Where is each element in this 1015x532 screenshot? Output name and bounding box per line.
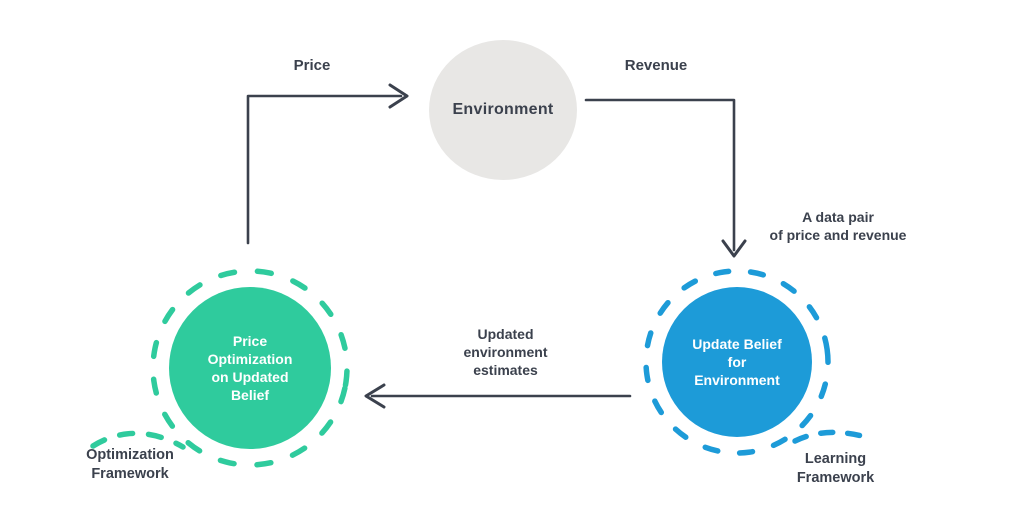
revenue-edge-label: Revenue <box>624 57 688 74</box>
revenue-arrow <box>584 98 736 252</box>
environment-node: Environment <box>429 40 577 180</box>
learning-dashed-ring <box>643 268 831 456</box>
optimization-dashed-ring <box>150 268 350 468</box>
price-optimization-node-label: Price Optimization on Updated Belief <box>207 332 293 404</box>
update-belief-node-label: Update Belief for Environment <box>692 335 782 389</box>
environment-node-label: Environment <box>452 101 554 118</box>
updated-estimates-label: Updated environment estimates <box>463 326 548 378</box>
learning-dashed-tail <box>792 429 873 444</box>
price-optimization-node: Price Optimization on Updated Belief <box>169 287 331 449</box>
optimization-dashed-tail <box>90 430 186 450</box>
update-belief-node: Update Belief for Environment <box>662 287 812 437</box>
price-arrow <box>246 94 403 245</box>
revenue-arrowhead-icon <box>721 239 747 258</box>
updated-estimates-arrowhead-icon <box>364 383 386 409</box>
price-edge-label: Price <box>293 57 331 74</box>
learning-framework-caption: Learning Framework <box>796 451 875 486</box>
price-arrowhead-icon <box>388 83 409 109</box>
data-pair-label: A data pair of price and revenue <box>769 209 907 243</box>
optimization-framework-caption: Optimization Framework <box>86 447 174 482</box>
